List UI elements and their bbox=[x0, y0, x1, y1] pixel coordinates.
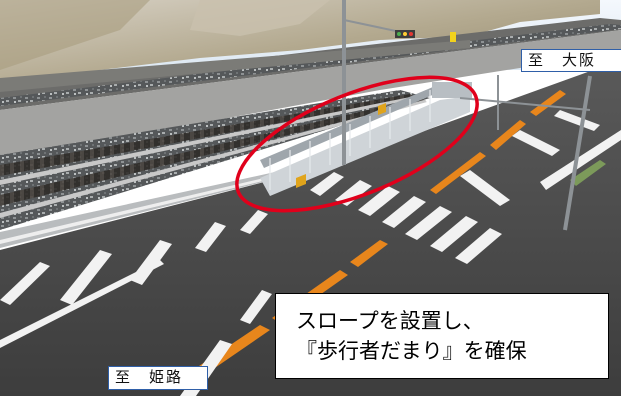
center-line-far bbox=[430, 152, 486, 194]
service-road bbox=[0, 30, 621, 160]
utility-poles bbox=[342, 0, 592, 231]
crossing-sign bbox=[450, 32, 456, 42]
highlight-ellipse bbox=[235, 75, 479, 213]
crosswalk bbox=[310, 172, 502, 264]
lane-hatch-right bbox=[460, 110, 621, 206]
grass-strip bbox=[570, 160, 606, 186]
callout-line-1: スロープを設置し、 bbox=[296, 309, 484, 333]
callout-line-2: 『歩行者だまり』を確保 bbox=[296, 339, 527, 363]
slope-ramp-structure bbox=[260, 82, 472, 196]
direction-label-himeji: 至 姫路 bbox=[108, 366, 208, 390]
direction-label-osaka: 至 大阪 bbox=[521, 49, 621, 72]
hillside bbox=[0, 0, 600, 90]
callout-box: スロープを設置し、 『歩行者だまり』を確保 bbox=[275, 293, 609, 379]
lane-hatch-left bbox=[0, 210, 268, 348]
